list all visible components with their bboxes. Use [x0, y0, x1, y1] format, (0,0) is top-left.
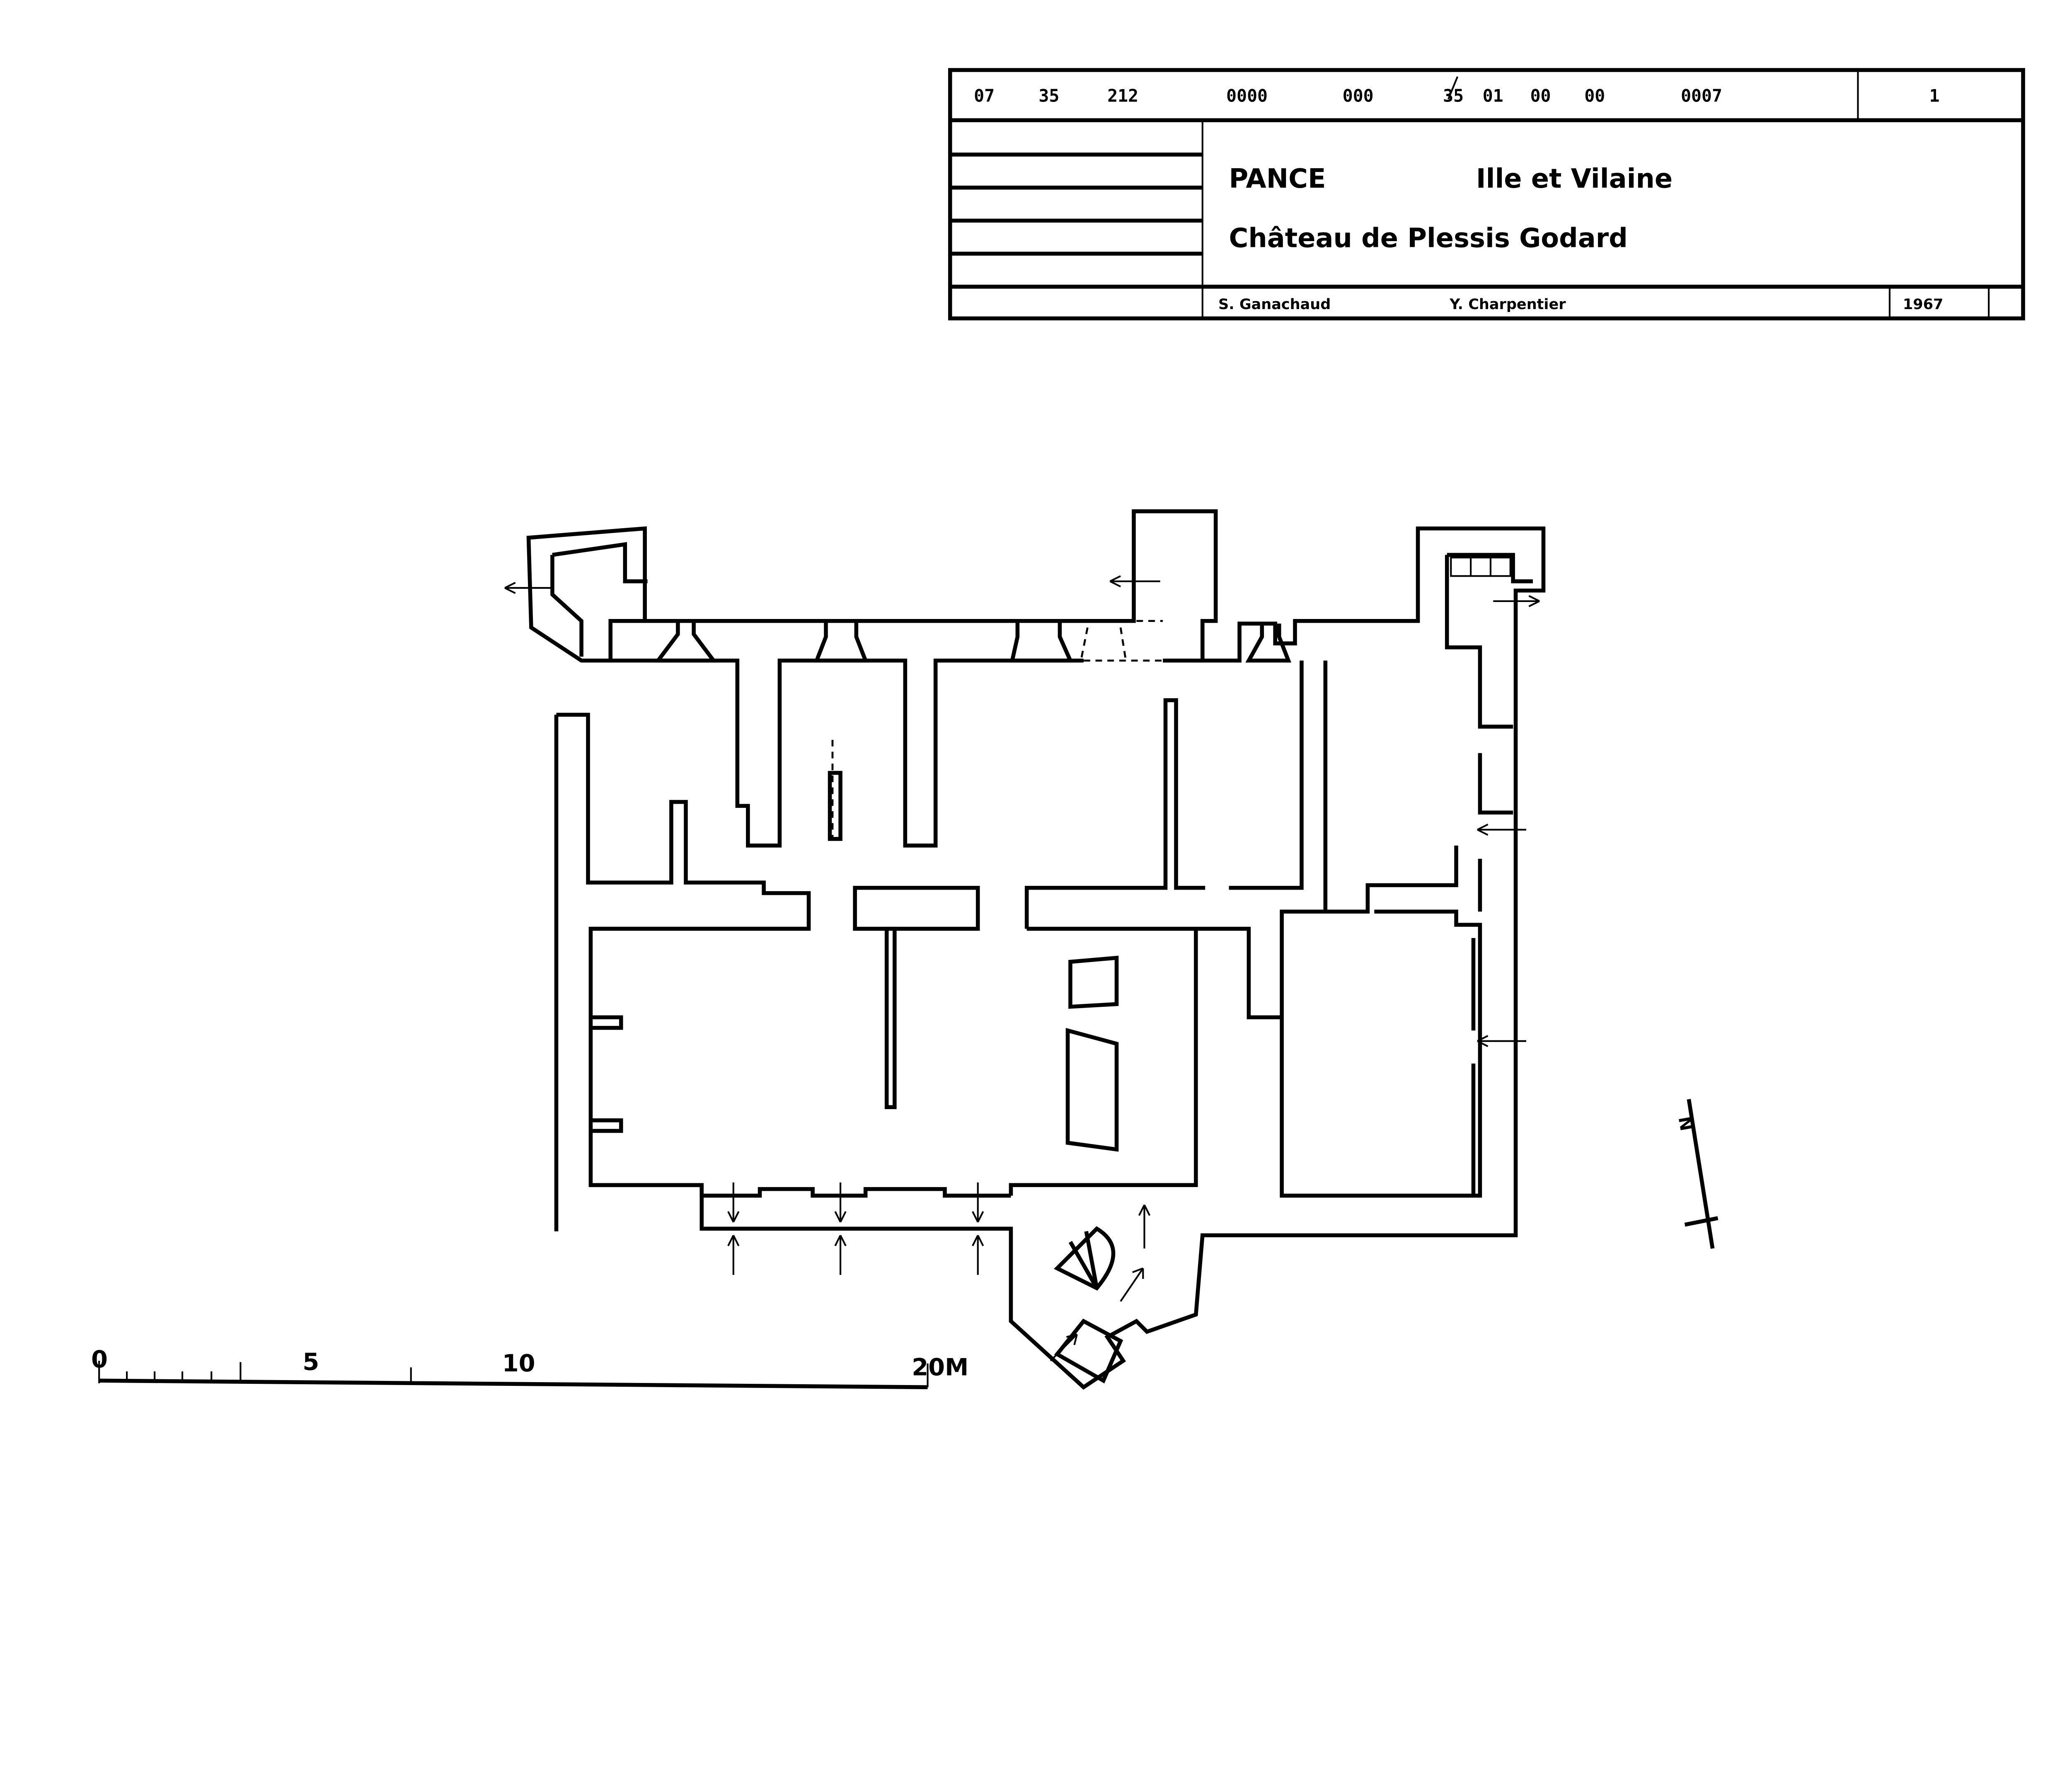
partition: [884, 926, 897, 1109]
scale-bar: 0 5 10 20M: [91, 1345, 968, 1389]
commune-name: PANCE: [1229, 164, 1326, 194]
east-tower-cells: [1450, 556, 1511, 577]
fireplace: [654, 621, 718, 663]
stair-tower: [1054, 1318, 1123, 1384]
west-tower: [550, 542, 648, 657]
author-2: Y. Charpentier: [1449, 296, 1566, 313]
chateau-floor-plan: [504, 509, 1546, 1390]
fireplace: [1245, 624, 1292, 663]
south-wall-inner: [591, 928, 1198, 1198]
access-arrows: [504, 575, 1540, 1361]
year: 1967: [1903, 296, 1944, 313]
outer-wall: [526, 509, 1546, 1390]
author-1: S. Ganachaud: [1218, 296, 1331, 313]
department-name: Ille et Vilaine: [1476, 164, 1673, 194]
scale-label: 10: [502, 1349, 535, 1377]
east-range: [1445, 553, 1533, 1196]
monument-name: Château de Plessis Godard: [1229, 223, 1628, 254]
scale-label: 0: [91, 1345, 108, 1373]
scale-label: 5: [303, 1348, 319, 1376]
pier: [591, 1015, 623, 1133]
partition: [828, 771, 842, 841]
fireplace: [813, 621, 869, 663]
sheet-number: 1: [1929, 86, 1940, 106]
spiral-stair: [1053, 1226, 1116, 1291]
demolished-wall: [1077, 620, 1170, 662]
pier: [1065, 1028, 1119, 1152]
north-wall-inner: [610, 658, 1458, 914]
fireplace: [1009, 621, 1074, 663]
north-arrow: N: [1675, 1099, 1719, 1249]
north-label: N: [1675, 1115, 1697, 1132]
cross-wall: [591, 660, 1482, 1198]
scale-label: 20M: [912, 1354, 968, 1381]
pier: [1068, 955, 1119, 1009]
